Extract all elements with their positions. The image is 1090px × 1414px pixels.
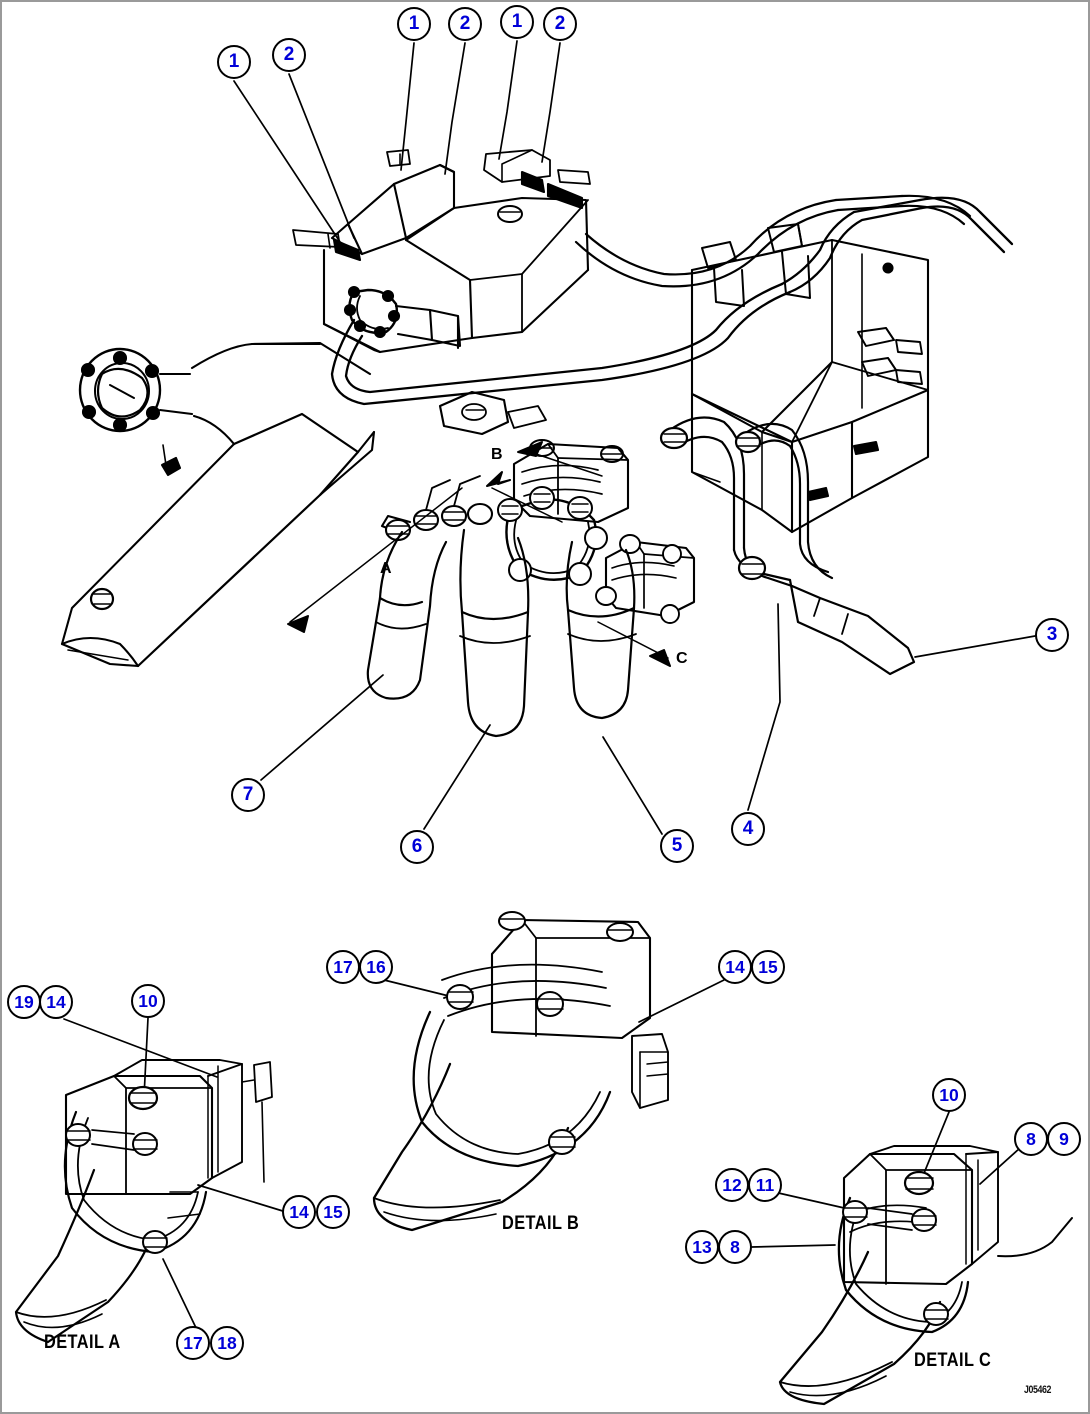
section-marker-b: B: [491, 446, 503, 463]
detail-c-leaders: [751, 1111, 1021, 1248]
hydraulic-tank: [690, 223, 930, 534]
callout-main-4[interactable]: 4: [731, 812, 765, 846]
callout-detail-a-17[interactable]: 17: [176, 1326, 210, 1360]
valve-manifold: [497, 439, 696, 624]
detail-c-art: [751, 1111, 1073, 1406]
callout-detail-a-18[interactable]: 18: [210, 1326, 244, 1360]
detail-b-art: [372, 911, 725, 1232]
callout-main-1a[interactable]: 1: [217, 45, 251, 79]
callout-detail-c-8-top[interactable]: 8: [1014, 1122, 1048, 1156]
callout-detail-b-15[interactable]: 15: [751, 950, 785, 984]
section-marker-c: C: [676, 650, 688, 667]
detail-c-label: DETAIL C: [914, 1350, 992, 1371]
detail-a-art: [14, 1017, 287, 1344]
main-assembly-art: [60, 40, 1036, 835]
callout-detail-a-10[interactable]: 10: [131, 984, 165, 1018]
callout-main-2c[interactable]: 2: [543, 7, 577, 41]
callout-main-3[interactable]: 3: [1035, 618, 1069, 652]
section-marker-a: A: [380, 560, 392, 577]
detail-a-label: DETAIL A: [44, 1332, 121, 1353]
callout-main-1b[interactable]: 1: [397, 7, 431, 41]
detail-b-label: DETAIL B: [502, 1213, 580, 1234]
callout-detail-c-10[interactable]: 10: [932, 1078, 966, 1112]
callout-detail-b-16[interactable]: 16: [359, 950, 393, 984]
right-hoses: [659, 416, 916, 676]
callout-detail-a-14-top[interactable]: 14: [39, 985, 73, 1019]
callout-detail-b-17[interactable]: 17: [326, 950, 360, 984]
callout-detail-c-9[interactable]: 9: [1047, 1122, 1081, 1156]
callout-detail-c-13[interactable]: 13: [685, 1230, 719, 1264]
callout-detail-a-19[interactable]: 19: [7, 985, 41, 1019]
callout-detail-c-8-left[interactable]: 8: [718, 1230, 752, 1264]
callout-main-2a[interactable]: 2: [272, 38, 306, 72]
callout-detail-a-14-right[interactable]: 14: [282, 1195, 316, 1229]
detail-b-leaders: [383, 979, 725, 1023]
main-hydraulic-hose: [330, 196, 1014, 406]
callout-main-2b[interactable]: 2: [448, 7, 482, 41]
callout-detail-b-14[interactable]: 14: [718, 950, 752, 984]
main-leader-lines: [233, 40, 1036, 835]
section-arrows: [287, 441, 671, 667]
transfer-case-housing: [292, 149, 591, 354]
callout-detail-c-12[interactable]: 12: [715, 1168, 749, 1202]
drop-hoses: [366, 528, 637, 738]
driveshaft-guard: [60, 341, 376, 668]
detail-a-leaders: [63, 1017, 287, 1333]
drawing-part-code: J05462: [1024, 1384, 1051, 1396]
hose-port-cluster: [380, 475, 494, 542]
callout-main-7[interactable]: 7: [231, 778, 265, 812]
callout-detail-c-11[interactable]: 11: [748, 1168, 782, 1202]
support-bracket: [438, 390, 547, 436]
callout-detail-a-15[interactable]: 15: [316, 1195, 350, 1229]
callout-main-5[interactable]: 5: [660, 829, 694, 863]
callout-main-1c[interactable]: 1: [500, 5, 534, 39]
callout-main-6[interactable]: 6: [400, 830, 434, 864]
